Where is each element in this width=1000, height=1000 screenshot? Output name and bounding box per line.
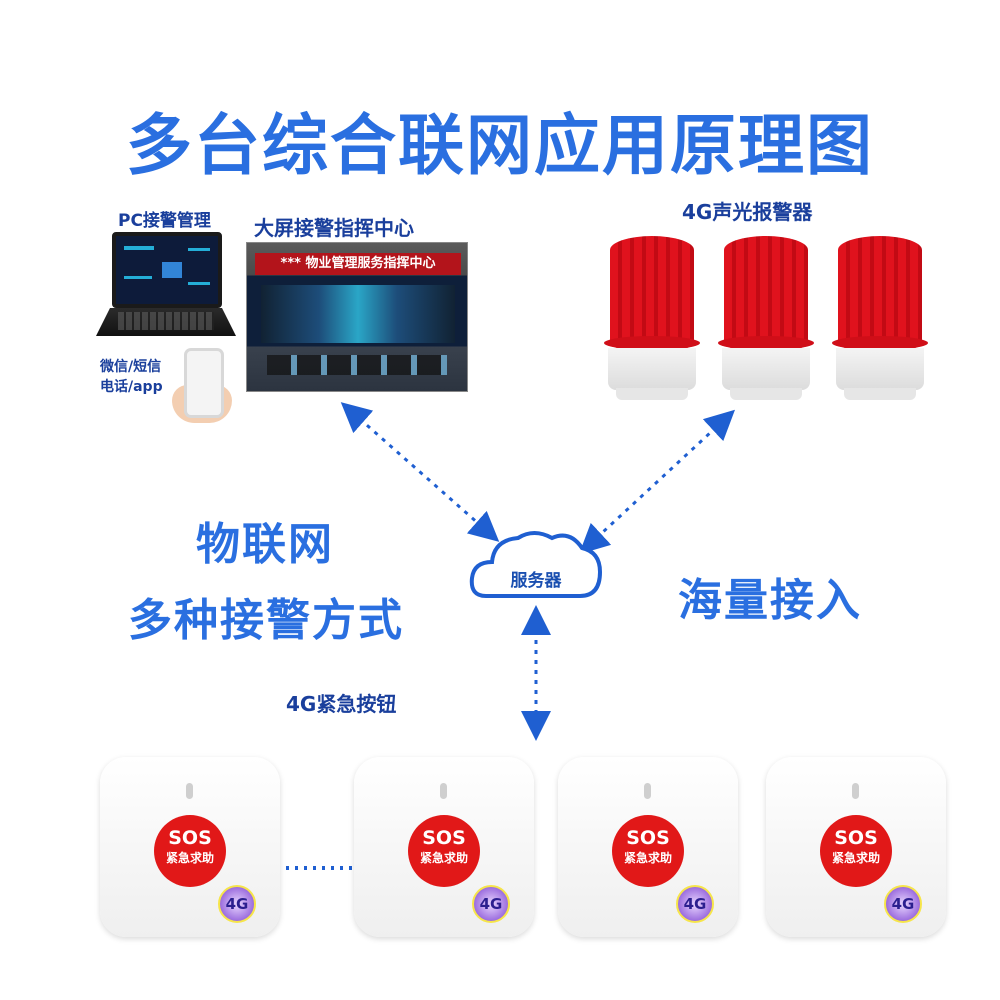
4g-badge-icon: 4G [884,885,922,923]
sos-button-3: SOS 紧急求助 4G [558,757,738,937]
sos-button-1: SOS 紧急求助 4G [100,757,280,937]
server-cloud-icon [469,531,603,598]
sos-text: SOS [626,827,670,849]
command-center-photo: *** 物业管理服务指挥中心 [246,242,468,392]
mass-access-label: 海量接入 [678,575,862,626]
sos-subtext: 紧急求助 [165,851,214,865]
alarm-light-3 [832,236,928,406]
sos-subtext: 紧急求助 [623,851,672,865]
arrow-alarm-server [578,409,736,555]
pc-label: PC接警管理 [118,211,211,231]
diagram-title: 多台综合联网应用原理图 [126,107,874,184]
iot-label: 物联网 [196,519,334,570]
4g-badge-icon: 4G [218,885,256,923]
sos-red-button: SOS 紧急求助 [612,815,684,887]
sos-text: SOS [168,827,212,849]
alarm-light-1 [604,236,700,406]
laptop-image [96,232,236,342]
arrow-command-server [340,402,500,542]
alarm-light-2 [718,236,814,406]
sos-text: SOS [834,827,878,849]
4g-badge-icon: 4G [676,885,714,923]
sos-button-4: SOS 紧急求助 4G [766,757,946,937]
sos-subtext: 紧急求助 [831,851,880,865]
4g-badge-icon: 4G [472,885,510,923]
command-center-label: 大屏接警指挥中心 [254,216,414,240]
sos-red-button: SOS 紧急求助 [408,815,480,887]
sos-red-button: SOS 紧急求助 [154,815,226,887]
sos-subtext: 紧急求助 [419,851,468,865]
phone-label-line2: 电话/app [100,379,163,395]
server-label: 服务器 [510,571,562,591]
command-center-banner: *** 物业管理服务指挥中心 [255,253,461,275]
alarm-label: 4G声光报警器 [682,200,813,224]
phone-image [184,348,224,418]
sos-red-button: SOS 紧急求助 [820,815,892,887]
sos-button-label: 4G紧急按钮 [286,692,397,716]
sos-text: SOS [422,827,466,849]
alarm-methods-label: 多种接警方式 [128,595,404,646]
phone-label-line1: 微信/短信 [100,359,162,375]
sos-button-2: SOS 紧急求助 4G [354,757,534,937]
